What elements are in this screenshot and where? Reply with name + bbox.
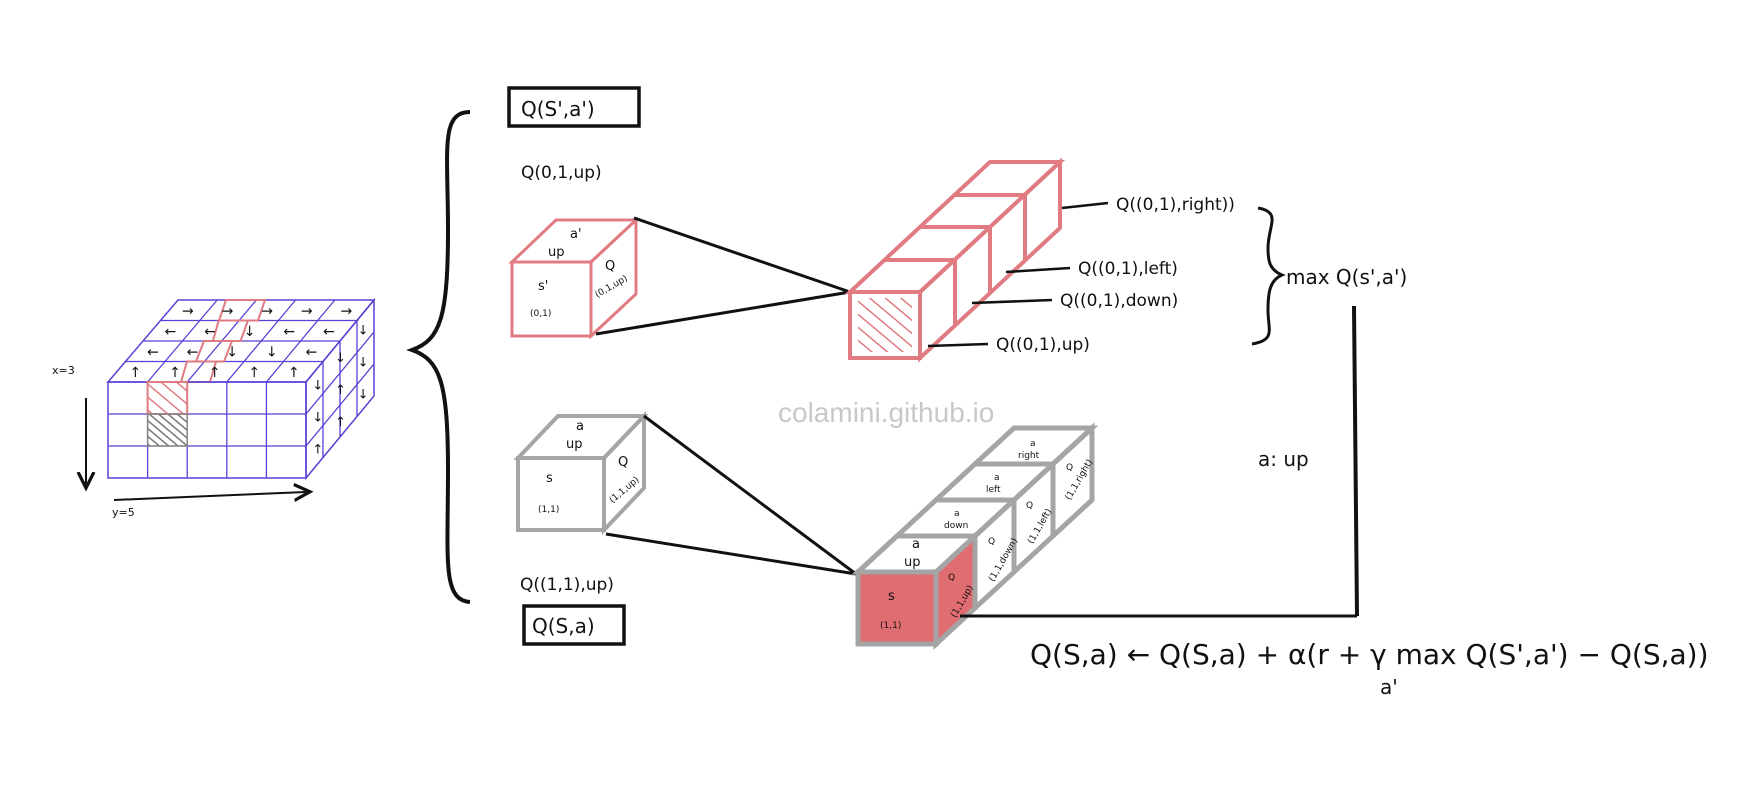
grid-arrow-top-0-3: → [301, 303, 313, 319]
current-q-column [851, 422, 1099, 650]
current-cube-side-label: Q [618, 455, 628, 470]
grid-arrow-top-1-3: ← [283, 324, 295, 340]
current-cube-front-label: s [546, 471, 553, 486]
next-proj-line-bottom [595, 290, 851, 336]
action-label: a: up [1258, 447, 1309, 471]
col-right-top: a [1030, 439, 1036, 449]
q-next-caption: Q(0,1,up) [521, 163, 602, 183]
q-current-caption: Q((1,1),up) [520, 575, 614, 595]
grid-arrow-top-3-1: ↑ [169, 365, 181, 381]
col-up-top-sub: up [904, 555, 921, 570]
next-cube-top-label: a' [570, 227, 582, 242]
current-cube-top-sub: up [566, 437, 583, 452]
next-cube-top-sub: up [548, 245, 565, 260]
col-right-top-sub: right [1018, 451, 1040, 461]
grid-arrow-top-0-4: → [340, 303, 352, 319]
next-small-cube: a' up s' (0,1) Q (0,1,up) [508, 216, 640, 340]
grid-arrow-side-0-1: ↓ [335, 351, 346, 366]
y-axis-arrow [113, 492, 306, 500]
current-small-cube: a up s (1,1) Q (1,1,up) [513, 411, 649, 535]
current-proj-line-bottom [605, 532, 857, 576]
grid-arrow-top-1-0: ← [165, 324, 177, 340]
grid-arrow-top-3-2: ↑ [209, 365, 221, 381]
grid-arrow-side-1-2: ↓ [358, 356, 369, 371]
grid-front-face [107, 381, 307, 479]
grid-arrow-top-2-0: ← [147, 344, 159, 360]
next-cube-side-label: Q [605, 259, 615, 274]
grid-arrow-top-3-4: ↑ [288, 365, 300, 381]
grid-arrow-side-1-0: ↓ [312, 410, 323, 425]
grid-arrow-side-2-0: ↑ [312, 442, 323, 457]
update-rule: Q(S,a) ← Q(S,a) + α(r + γ max Q(S',a') −… [1030, 638, 1709, 671]
max-label: max Q(s',a') [1286, 265, 1407, 289]
grid-arrow-side-0-2: ↓ [358, 324, 369, 339]
next-q-column [844, 157, 1066, 363]
col-down-top: a [954, 509, 960, 519]
leader-left [1005, 266, 1071, 274]
grid-arrow-top-0-0: → [182, 303, 194, 319]
q-value-down: Q((0,1),down) [1060, 291, 1178, 311]
grid-arrow-top-3-3: ↑ [248, 365, 260, 381]
col-up-top: a [912, 537, 920, 552]
current-state-group: a up s (1,1) Q (1,1,up) a right [513, 411, 1357, 650]
grid-current-cell-red [146, 381, 189, 415]
watermark: colamini.github.io [778, 397, 994, 428]
leader-right [1061, 201, 1109, 210]
col-left-top: a [994, 473, 1000, 483]
col-front-label: s [888, 589, 895, 604]
grid-arrow-side-1-1: ↑ [335, 383, 346, 398]
next-cube-front-label: s' [538, 279, 548, 294]
leader-up [927, 342, 989, 348]
grid-arrow-top-1-2: ↓ [244, 324, 256, 340]
next-proj-line-top [633, 216, 851, 294]
q-current-box-label: Q(S,a) [532, 614, 595, 638]
grid-arrow-top-1-4: ← [323, 324, 335, 340]
grid-arrow-top-0-2: → [261, 303, 273, 319]
grid-right-face [305, 297, 375, 481]
y-axis-label: y=5 [112, 506, 135, 519]
grid-arrow-side-0-0: ↓ [312, 378, 323, 393]
grid-top-face [106, 299, 376, 383]
grid-arrow-side-2-1: ↑ [335, 415, 346, 430]
col-left-top-sub: left [986, 485, 1001, 495]
col-down-top-sub: down [944, 521, 968, 531]
col-front-sub: (1,1) [880, 621, 901, 631]
x-axis-label: x=3 [52, 364, 75, 377]
grid-arrow-top-3-0: ↑ [130, 365, 142, 381]
q-value-up: Q((0,1),up) [996, 335, 1090, 355]
q-value-left: Q((0,1),left) [1078, 259, 1178, 279]
grid-arrow-top-2-1: ← [187, 344, 199, 360]
next-cube-side-sub: (0,1,up) [594, 274, 630, 300]
grid-arrow-top-2-4: ← [305, 344, 317, 360]
grid-world: →→→→→←←↓←←←←↓↓←↑↑↑↑↑ ↓↓↓↓↑↓↑↑↓ x=3 y=5 [52, 297, 376, 519]
grid-arrow-top-1-1: ← [204, 324, 216, 340]
current-cube-top-label: a [576, 419, 584, 434]
connector-vertical [1352, 305, 1359, 617]
q-current-box [522, 604, 626, 646]
next-cube-front-sub: (0,1) [530, 309, 551, 319]
col-down-side: Q [988, 537, 995, 547]
grid-arrow-side-2-2: ↓ [358, 388, 369, 403]
brace-max [1251, 206, 1286, 346]
grid-arrow-top-2-2: ↓ [226, 344, 238, 360]
current-cube-side-sub: (1,1,up) [608, 475, 642, 506]
grid-arrow-top-2-3: ↓ [266, 344, 278, 360]
next-state-group: Q(S',a') Q(0,1,up) a' up s' (0,1) Q (0,1… [507, 86, 1407, 363]
grid-side-arrows: ↓ ↓ ↓ ↓ ↑ ↓ ↑ ↑ ↓ [312, 324, 368, 458]
grid-top-arrows: →→→→→←←↓←←←←↓↓←↑↑↑↑↑ [130, 303, 353, 381]
current-proj-line-top [643, 414, 857, 576]
q-value-right: Q((0,1),right)) [1116, 195, 1235, 215]
update-rule-subscript: a' [1380, 675, 1398, 699]
q-next-box-label: Q(S',a') [521, 97, 595, 121]
col-up-side: Q [948, 573, 955, 583]
brace-left [406, 110, 471, 604]
col-right-side: Q [1066, 463, 1073, 473]
grid-cell-gray [146, 413, 188, 447]
q-next-box [507, 86, 641, 128]
col-left-side: Q [1026, 501, 1033, 511]
current-cube-front-sub: (1,1) [538, 505, 559, 515]
leader-down [971, 298, 1053, 305]
grid-arrow-top-0-1: → [222, 303, 234, 319]
